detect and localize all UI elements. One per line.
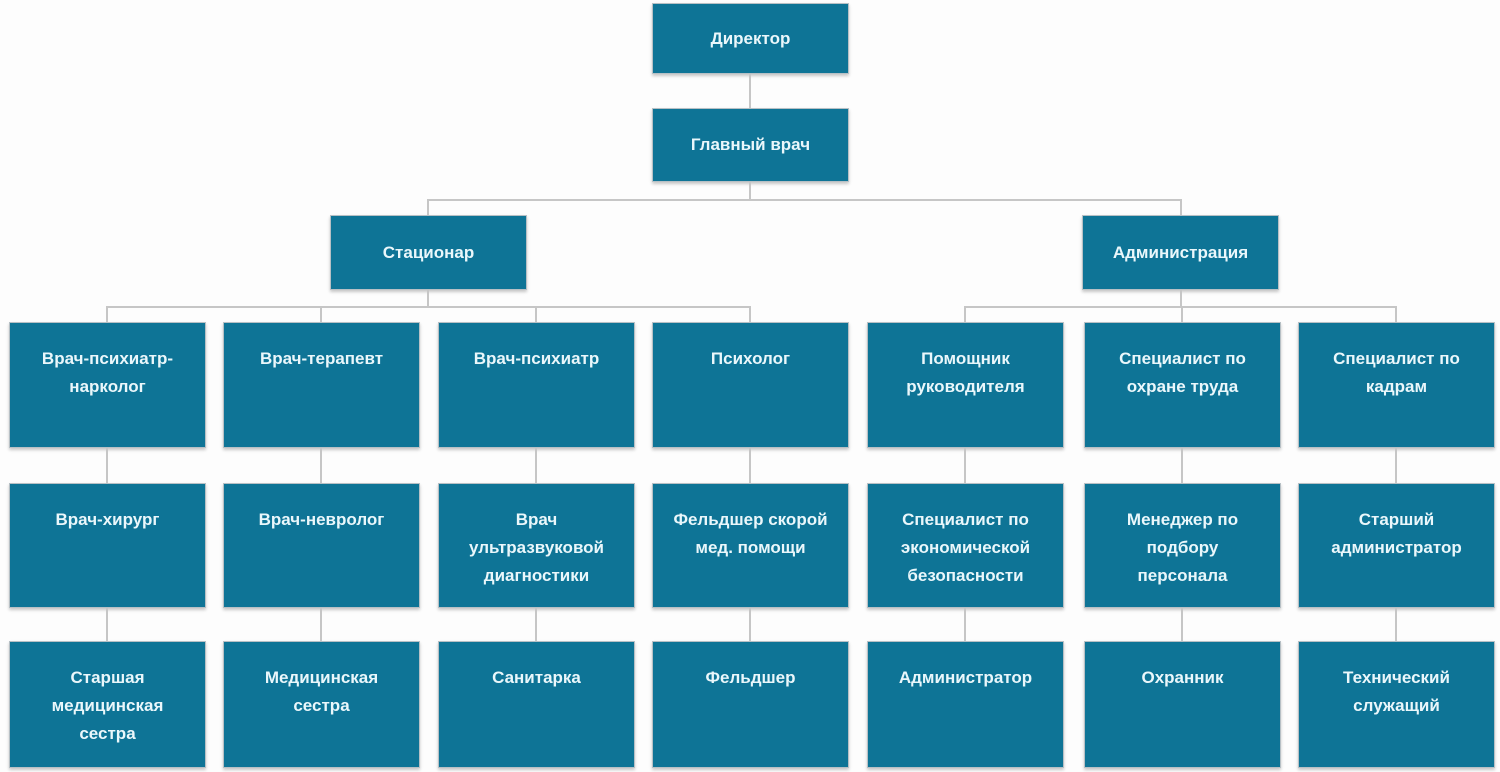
node-senior-administrator[interactable]: Старший администратор: [1298, 483, 1495, 608]
node-label: Врач-хирург: [55, 510, 160, 529]
node-ultrasound-doctor[interactable]: Врач ультразвуковой диагностики: [438, 483, 635, 608]
node-head-assistant[interactable]: Помощник руководителя: [867, 322, 1064, 448]
connector-line: [320, 448, 322, 483]
connector-line: [749, 306, 751, 322]
connector-line: [964, 448, 966, 483]
connector-line: [1395, 608, 1397, 641]
connector-line: [964, 608, 966, 641]
node-label: Специалист по охране труда: [1119, 349, 1246, 396]
node-label: Фельдшер: [705, 668, 796, 687]
connector-line: [320, 608, 322, 641]
connector-line: [1180, 199, 1182, 215]
connector-line: [535, 306, 537, 322]
node-nurse[interactable]: Медицинская сестра: [223, 641, 420, 768]
node-administration[interactable]: Администрация: [1082, 215, 1279, 290]
node-label: Старшая медицинская сестра: [51, 668, 164, 743]
node-paramedic[interactable]: Фельдшер: [652, 641, 849, 768]
node-label: Администратор: [898, 668, 1033, 687]
node-inpatient-department[interactable]: Стационар: [330, 215, 527, 290]
node-hr-specialist[interactable]: Специалист по кадрам: [1298, 322, 1495, 448]
node-label: Санитарка: [492, 668, 581, 687]
node-label: Директор: [710, 28, 791, 48]
node-label: Фельдшер скорой мед. помощи: [673, 510, 828, 557]
node-label: Технический служащий: [1343, 668, 1450, 715]
node-label: Психолог: [710, 349, 791, 368]
node-label: Врач-невролог: [258, 510, 385, 529]
node-therapist[interactable]: Врач-терапевт: [223, 322, 420, 448]
node-label: Врач-психиатр: [473, 349, 600, 368]
node-label: Медицинская сестра: [264, 668, 379, 715]
node-label: Специалист по экономической безопасности: [900, 510, 1031, 585]
node-label: Менеджер по подбору персонала: [1126, 510, 1239, 585]
node-label: Стационар: [382, 242, 475, 262]
node-neurologist[interactable]: Врач-невролог: [223, 483, 420, 608]
node-label: Главный врач: [690, 135, 811, 154]
connector-line: [1181, 608, 1183, 641]
node-recruitment-manager[interactable]: Менеджер по подбору персонала: [1084, 483, 1281, 608]
node-label: Охранник: [1141, 668, 1224, 687]
connector-line: [106, 306, 108, 322]
node-economic-security-specialist[interactable]: Специалист по экономической безопасности: [867, 483, 1064, 608]
connector-line: [427, 290, 429, 306]
connector-line: [1181, 448, 1183, 483]
connector-line: [320, 306, 322, 322]
node-label: Врач-терапевт: [259, 349, 384, 368]
node-director[interactable]: Директор: [652, 3, 849, 74]
connector-line: [428, 199, 1182, 201]
node-chief-physician[interactable]: Главный врач: [652, 108, 849, 182]
connector-line: [106, 306, 751, 308]
node-label: Старший администратор: [1331, 510, 1462, 557]
connector-line: [749, 74, 751, 108]
connector-line: [749, 448, 751, 483]
node-senior-nurse[interactable]: Старшая медицинская сестра: [9, 641, 206, 768]
connector-line: [106, 608, 108, 641]
node-psychiatrist[interactable]: Врач-психиатр: [438, 322, 635, 448]
node-label: Врач ультразвуковой диагностики: [468, 510, 605, 585]
connector-line: [964, 306, 966, 322]
node-orderly[interactable]: Санитарка: [438, 641, 635, 768]
node-ambulance-paramedic[interactable]: Фельдшер скорой мед. помощи: [652, 483, 849, 608]
node-label: Врач-психиатр- нарколог: [41, 349, 174, 396]
node-surgeon[interactable]: Врач-хирург: [9, 483, 206, 608]
connector-line: [1395, 306, 1397, 322]
node-security-guard[interactable]: Охранник: [1084, 641, 1281, 768]
connector-line: [427, 199, 429, 215]
node-psychologist[interactable]: Психолог: [652, 322, 849, 448]
connector-line: [535, 448, 537, 483]
connector-line: [964, 306, 1397, 308]
node-labor-safety-specialist[interactable]: Специалист по охране труда: [1084, 322, 1281, 448]
connector-line: [1181, 306, 1183, 322]
node-administrator[interactable]: Администратор: [867, 641, 1064, 768]
connector-line: [1180, 290, 1182, 306]
connector-line: [749, 182, 751, 199]
node-label: Помощник руководителя: [906, 349, 1025, 396]
connector-line: [535, 608, 537, 641]
connector-line: [1395, 448, 1397, 483]
node-psychiatrist-narcologist[interactable]: Врач-психиатр- нарколог: [9, 322, 206, 448]
node-label: Администрация: [1112, 242, 1249, 262]
node-label: Специалист по кадрам: [1333, 349, 1460, 396]
node-technical-worker[interactable]: Технический служащий: [1298, 641, 1495, 768]
connector-line: [749, 608, 751, 641]
connector-line: [106, 448, 108, 483]
